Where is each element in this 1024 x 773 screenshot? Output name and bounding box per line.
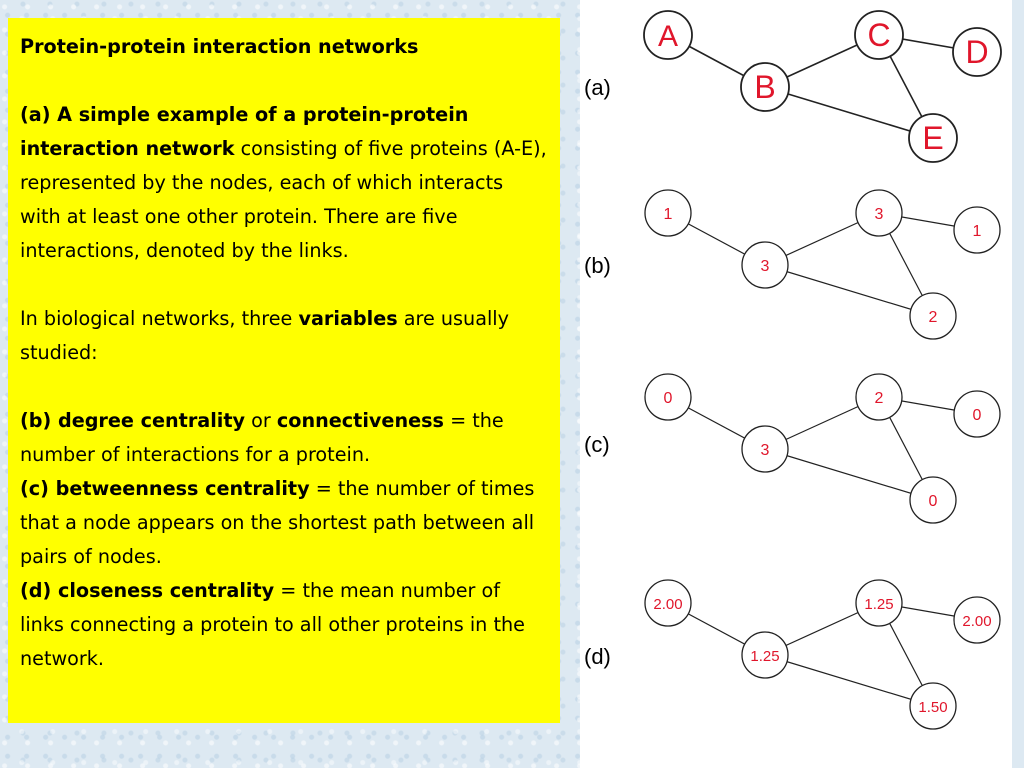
network-node-label-A: 0: [664, 390, 673, 407]
network-node-label-B: 3: [761, 442, 770, 459]
spacer: [20, 268, 548, 302]
network-node-label-D: 0: [973, 407, 982, 424]
network-node-A: [644, 579, 692, 627]
network-diagrams-svg: (a) A B C D E (b) 1 3 3 1 2 (c) 0 3 2 0 0 (d) 2.00 1.25 1.25 2…: [584, 10, 1002, 730]
paragraph-a: (a) A simple example of a protein-protei…: [20, 98, 548, 268]
network-edge-BE: [764, 448, 934, 501]
spacer: [20, 370, 548, 404]
network-node-label-A: 1: [664, 206, 673, 223]
paragraph-a-text: consisting of five proteins (A-E), repre…: [20, 137, 547, 262]
paragraph-a-bold: (a) A simple example of a protein-protei…: [20, 103, 469, 160]
network-panel-a: (a) A B C D E: [584, 10, 1002, 163]
network-node-B: [741, 425, 789, 473]
network-node-A: [644, 373, 692, 421]
paragraph-b: (b) degree centrality or connectiveness …: [20, 404, 548, 472]
network-node-E: [909, 682, 957, 730]
network-panel-d: (d) 2.00 1.25 1.25 2.00 1.50: [584, 579, 1001, 730]
panel-label: (c): [584, 432, 610, 457]
network-node-label-D: D: [965, 34, 988, 70]
slide-title: Protein-protein interaction networks: [20, 35, 419, 58]
network-node-label-B: B: [754, 69, 775, 105]
description-box: Protein-protein interaction networks (a)…: [8, 18, 560, 723]
panel-label: (d): [584, 644, 611, 669]
network-node-label-A: 2.00: [653, 596, 682, 613]
network-node-A: [643, 10, 693, 60]
network-node-label-E: E: [922, 120, 943, 156]
spacer: [20, 64, 548, 98]
network-diagrams: (a) A B C D E (b) 1 3 3 1 2 (c) 0 3 2 0 0 (d) 2.00 1.25 1.25 2…: [580, 0, 1012, 768]
network-node-A: [644, 189, 692, 237]
network-edge-BE: [764, 86, 934, 139]
network-node-label-D: 1: [973, 223, 982, 240]
network-node-label-C: C: [867, 17, 890, 53]
network-node-label-E: 1.50: [918, 699, 947, 716]
network-node-D: [953, 596, 1001, 644]
network-node-B: [741, 241, 789, 289]
network-node-label-C: 3: [875, 206, 884, 223]
network-node-label-C: 2: [875, 390, 884, 407]
network-node-B: [740, 62, 790, 112]
network-node-label-E: 2: [929, 309, 938, 326]
paragraph-b-text: = the number of interactions for a prote…: [20, 409, 504, 466]
network-node-label-C: 1.25: [864, 596, 893, 613]
network-node-E: [908, 113, 958, 163]
network-node-C: [855, 579, 903, 627]
network-node-C: [854, 10, 904, 60]
paragraph-d: (d) closeness centrality = the mean numb…: [20, 574, 548, 676]
paragraph-d-bold: (d) closeness centrality: [20, 579, 275, 602]
network-panel-c: (c) 0 3 2 0 0: [584, 373, 1001, 524]
paragraph-d-text: = the mean number of links connecting a …: [20, 579, 525, 670]
paragraph-variables-bold: variables: [298, 307, 398, 330]
paragraph-c: (c) betweenness centrality = the number …: [20, 472, 548, 574]
network-node-label-B: 1.25: [750, 648, 779, 665]
network-edge-BE: [764, 654, 934, 707]
paragraph-variables-post: are usually studied:: [20, 307, 509, 364]
paragraph-variables-pre: In biological networks, three: [20, 307, 299, 330]
network-node-B: [741, 631, 789, 679]
network-node-label-B: 3: [761, 258, 770, 275]
panel-label: (b): [584, 253, 611, 278]
paragraph-variables: In biological networks, three variables …: [20, 302, 548, 370]
network-node-label-D: 2.00: [962, 613, 991, 630]
paragraph-b-mid: or: [245, 409, 277, 432]
panel-label: (a): [584, 75, 611, 100]
network-node-D: [952, 27, 1002, 77]
slide-background-strip: [1012, 0, 1024, 768]
paragraph-c-text: = the number of times that a node appear…: [20, 477, 535, 568]
network-edge-BE: [764, 264, 934, 317]
network-panel-b: (b) 1 3 3 1 2: [584, 189, 1001, 340]
network-node-C: [855, 189, 903, 237]
network-node-E: [909, 292, 957, 340]
network-node-label-A: A: [658, 20, 678, 53]
paragraph-b-bold-1: (b) degree centrality: [20, 409, 246, 432]
network-node-label-E: 0: [929, 493, 938, 510]
network-node-D: [953, 206, 1001, 254]
network-node-E: [909, 476, 957, 524]
network-node-D: [953, 390, 1001, 438]
paragraph-c-bold: (c) betweenness centrality: [20, 477, 310, 500]
paragraph-b-bold-2: connectiveness: [276, 409, 444, 432]
network-node-C: [855, 373, 903, 421]
